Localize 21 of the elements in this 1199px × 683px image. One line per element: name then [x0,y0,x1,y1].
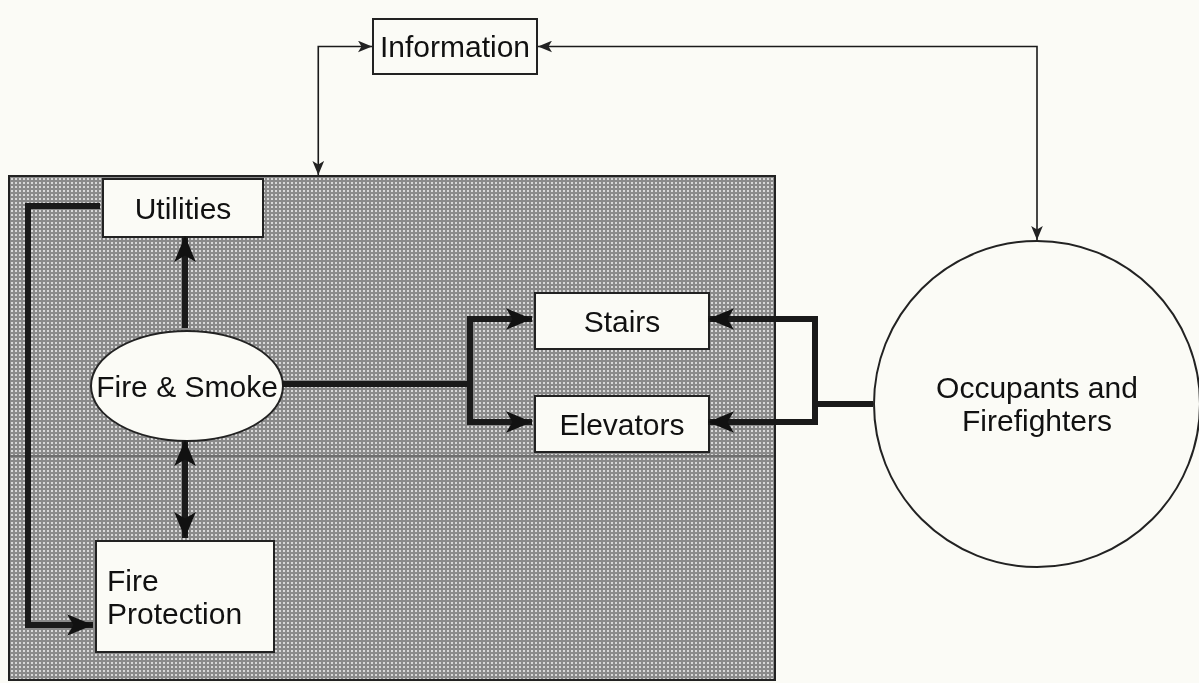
node-label: Occupants and Firefighters [935,371,1139,437]
hazard-ellipse [90,330,284,442]
building-area [8,175,776,681]
node-label: Fire & Smoke [96,369,278,403]
component-box [95,540,275,653]
node-label: Fire Protection [107,563,244,630]
arrow [708,401,873,433]
arrow [537,40,1043,241]
node-label: Information [379,30,531,63]
component-box [534,395,710,453]
arrow [25,203,100,636]
arrow [174,236,196,328]
arrow [174,440,196,538]
arrow [312,40,373,176]
component-box [534,292,710,350]
node-label: Elevators [559,407,685,441]
node-label: Stairs [583,304,661,338]
component-box [102,178,264,238]
node-label: Utilities [134,191,232,225]
arrow [282,381,532,433]
component-box [372,18,538,75]
